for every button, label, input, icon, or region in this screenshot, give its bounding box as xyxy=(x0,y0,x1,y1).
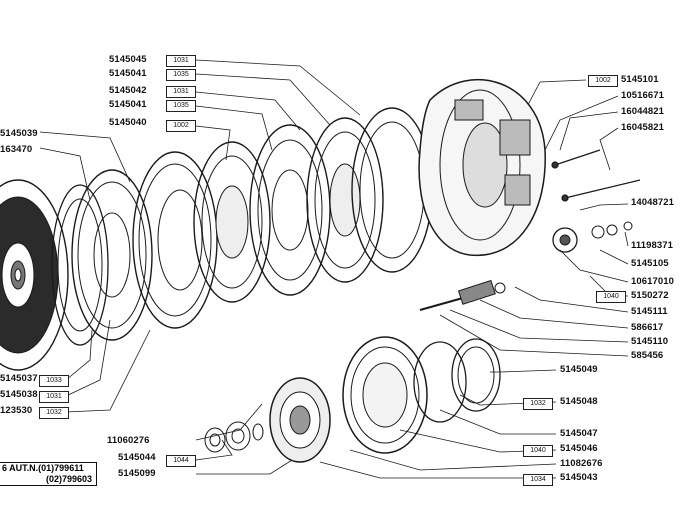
part-number: 14048721 xyxy=(631,197,675,208)
part-number: 5145041 xyxy=(109,99,147,110)
part-number: 5145046 xyxy=(560,443,598,454)
serial-note: 6 AUT.N.(01)799611 (02)799603 xyxy=(0,462,98,486)
part-number: 5145039 xyxy=(0,128,38,139)
friction-disc-left xyxy=(0,179,69,371)
part-number: 11198371 xyxy=(631,240,674,251)
reference-box: 1040 xyxy=(596,291,626,303)
part-number: 5145049 xyxy=(560,364,598,375)
part-number: 5145040 xyxy=(109,117,147,128)
reference-box: 1032 xyxy=(523,398,553,410)
part-number: 16044821 xyxy=(621,106,665,117)
reference-box: 1032 xyxy=(39,407,69,419)
part-number: 5145048 xyxy=(560,396,598,407)
part-number: 5145047 xyxy=(560,428,598,439)
part-number: 5145041 xyxy=(109,68,147,79)
reference-box: 1040 xyxy=(523,445,553,457)
part-number: 5145042 xyxy=(109,85,147,96)
part-number: 11060276 xyxy=(107,435,150,446)
reference-box: 1035 xyxy=(166,100,196,112)
pressure-plate-1 xyxy=(51,169,153,346)
part-number: 5145110 xyxy=(631,336,669,347)
part-number: 10617010 xyxy=(631,276,675,287)
serial-note-line: (02)799603 xyxy=(46,474,93,484)
hub-drum xyxy=(269,377,331,463)
rings xyxy=(413,338,501,423)
clutch-cover-housing xyxy=(418,78,546,256)
reference-box: 1035 xyxy=(166,69,196,81)
driven-disc-perforated-2 xyxy=(306,117,384,283)
part-number: 5145044 xyxy=(118,452,156,463)
part-number: 5145111 xyxy=(631,306,668,317)
part-number: 5150272 xyxy=(631,290,669,301)
reference-box: 1031 xyxy=(166,86,196,98)
small-gear xyxy=(552,221,633,253)
part-number: 11082676 xyxy=(560,458,603,469)
reference-box: 1034 xyxy=(523,474,553,486)
part-number: 16045821 xyxy=(621,122,665,133)
reference-box: 1002 xyxy=(166,120,196,132)
part-number: 5145099 xyxy=(118,468,156,479)
part-number: 585456 xyxy=(631,350,664,361)
reference-box: 1044 xyxy=(166,455,196,467)
part-number: 5145038 xyxy=(0,389,38,400)
part-number: 5145045 xyxy=(109,54,147,65)
reference-box: 1002 xyxy=(588,75,618,87)
small-washers xyxy=(204,421,264,453)
reference-box: 1031 xyxy=(166,55,196,67)
reference-box: 1031 xyxy=(39,391,69,403)
part-number: 586617 xyxy=(631,322,664,333)
part-number: 5145037 xyxy=(0,373,38,384)
part-number: 5145105 xyxy=(631,258,669,269)
serial-note-line: 6 AUT.N.(01)799611 xyxy=(2,463,84,473)
part-number: 123530 xyxy=(0,405,33,416)
shaft-spring xyxy=(419,279,506,311)
reference-box: 1033 xyxy=(39,375,69,387)
geared-ring xyxy=(342,336,428,454)
part-number: 10516671 xyxy=(621,90,665,101)
part-number: 5145101 xyxy=(621,74,659,85)
bolts xyxy=(551,149,641,202)
pressure-plate-2 xyxy=(249,124,331,296)
part-number: 5145043 xyxy=(560,472,598,483)
driven-disc-perforated xyxy=(193,141,271,303)
part-number: 163470 xyxy=(0,144,33,155)
intermediate-plate xyxy=(132,151,218,329)
